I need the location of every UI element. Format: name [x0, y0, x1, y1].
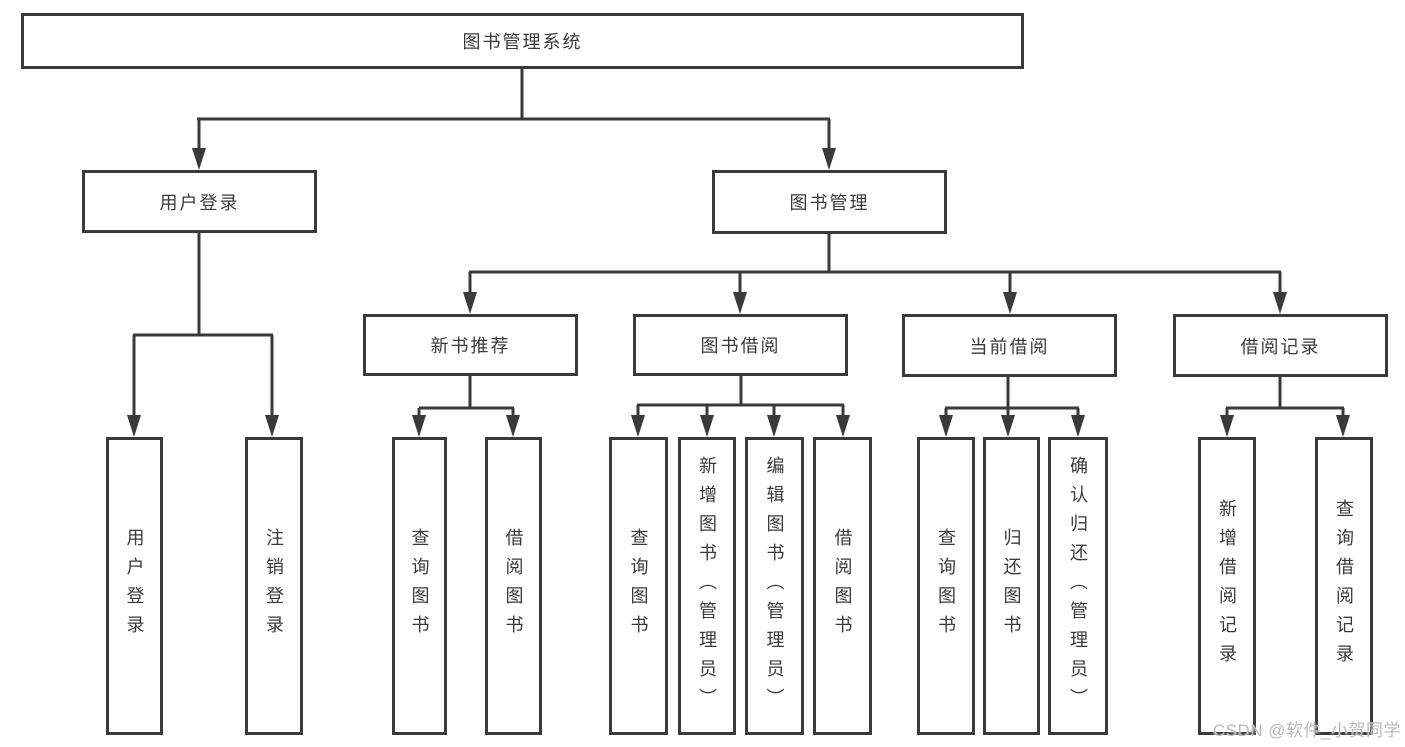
- leaf-recommend-borrow-books: 借阅图书: [485, 437, 542, 735]
- leaf-records-add-borrow-record: 新增借阅记录: [1198, 437, 1256, 735]
- node-library-management-system: 图书管理系统: [21, 13, 1024, 69]
- node-label: 用户登录: [124, 528, 145, 644]
- leaf-borrowing-borrow-books: 借阅图书: [813, 437, 872, 735]
- node-label: 图书借阅: [700, 336, 781, 356]
- node-label: 借阅图书: [503, 528, 524, 644]
- node-new-book-recommendation: 新书推荐: [363, 314, 578, 376]
- leaf-current-confirm-return-admin: 确认归还（管理员）: [1048, 437, 1108, 735]
- node-label: 借阅记录: [1240, 336, 1321, 357]
- node-label: 归还图书: [1001, 528, 1022, 644]
- node-label: 当前借阅: [969, 336, 1050, 357]
- leaf-user-login: 用户登录: [106, 437, 163, 735]
- node-label: 新书推荐: [430, 336, 511, 356]
- node-book-management: 图书管理: [712, 170, 947, 234]
- leaf-current-query-books: 查询图书: [917, 437, 975, 735]
- leaf-borrowing-edit-books-admin: 编辑图书（管理员）: [745, 437, 804, 735]
- leaf-current-return-books: 归还图书: [983, 437, 1040, 735]
- node-label: 新增图书（管理员）: [697, 455, 717, 717]
- node-label: 图书管理: [789, 193, 870, 213]
- node-label: 确认归还（管理员）: [1068, 455, 1088, 717]
- node-borrowing-records: 借阅记录: [1173, 314, 1388, 377]
- node-label: 查询图书: [628, 528, 649, 644]
- node-book-borrowing: 图书借阅: [633, 314, 848, 376]
- node-label: 图书管理系统: [462, 32, 583, 52]
- csdn-watermark: CSDN @软件_小贺同学: [1212, 721, 1401, 740]
- node-label: 查询借阅记录: [1334, 499, 1354, 673]
- node-label: 注销登录: [264, 528, 284, 644]
- leaf-borrowing-query-books: 查询图书: [609, 437, 668, 735]
- node-label: 用户登录: [159, 192, 240, 213]
- leaf-recommend-query-books: 查询图书: [392, 437, 447, 735]
- node-label: 编辑图书（管理员）: [764, 455, 785, 717]
- node-label: 借阅图书: [832, 528, 853, 644]
- node-current-borrowing: 当前借阅: [902, 314, 1117, 377]
- leaf-records-query-borrow-record: 查询借阅记录: [1315, 437, 1373, 735]
- node-label: 查询图书: [409, 528, 430, 644]
- leaf-borrowing-add-books-admin: 新增图书（管理员）: [678, 437, 736, 735]
- node-user-login: 用户登录: [82, 170, 317, 233]
- node-label: 查询图书: [936, 528, 956, 644]
- node-label: 新增借阅记录: [1217, 499, 1237, 673]
- leaf-logout: 注销登录: [245, 437, 303, 735]
